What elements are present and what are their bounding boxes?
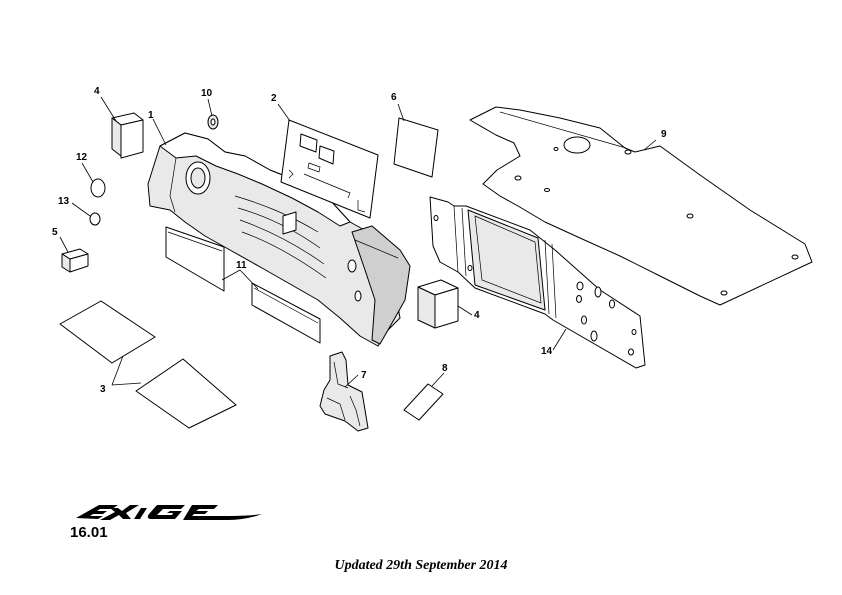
leader-lines <box>59 96 657 388</box>
part-6-panel[interactable] <box>393 117 439 178</box>
part-10-grommet[interactable] <box>207 114 219 130</box>
callout-13: 13 <box>58 196 70 207</box>
callout-14: 14 <box>541 346 553 357</box>
part-9-floor-panel[interactable] <box>469 106 813 306</box>
part-8-pad[interactable] <box>403 383 444 421</box>
part-12-ring[interactable] <box>90 178 106 198</box>
callout-8: 8 <box>442 363 448 374</box>
callout-10: 10 <box>201 88 213 99</box>
part-13-small-ring[interactable] <box>89 212 101 226</box>
part-14-lower-panel[interactable] <box>429 196 646 369</box>
part-11-strip-lower[interactable] <box>251 282 321 344</box>
part-3-sheet-lower[interactable] <box>135 358 237 429</box>
callout-labels: 4 1 10 2 6 9 12 13 5 11 4 14 7 8 3 <box>52 86 667 395</box>
part-7-bracket[interactable] <box>319 351 369 432</box>
exige-wordmark-logo <box>76 505 262 520</box>
part-3-sheet-upper[interactable] <box>59 300 156 364</box>
part-5-block[interactable] <box>61 248 89 273</box>
callout-3: 3 <box>100 384 106 395</box>
updated-date-footer: Updated 29th September 2014 <box>334 558 508 573</box>
callout-7: 7 <box>361 370 367 381</box>
callout-6: 6 <box>391 92 397 103</box>
callout-9: 9 <box>661 129 667 140</box>
callout-11: 11 <box>236 260 247 271</box>
callout-12: 12 <box>76 152 88 163</box>
part-2-panel[interactable] <box>280 119 379 219</box>
part-4-pad-upper[interactable] <box>111 112 144 159</box>
callout-1: 1 <box>148 110 154 121</box>
callout-4-lower: 4 <box>474 310 480 321</box>
callout-2: 2 <box>271 93 277 104</box>
page-number: 16.01 <box>70 524 108 541</box>
callout-5: 5 <box>52 227 58 238</box>
part-1-bulkhead-insulation[interactable] <box>147 132 411 347</box>
part-4-pad-lower[interactable] <box>417 279 459 329</box>
callout-4-upper: 4 <box>94 86 100 97</box>
part-11-strip-upper[interactable] <box>165 226 225 292</box>
